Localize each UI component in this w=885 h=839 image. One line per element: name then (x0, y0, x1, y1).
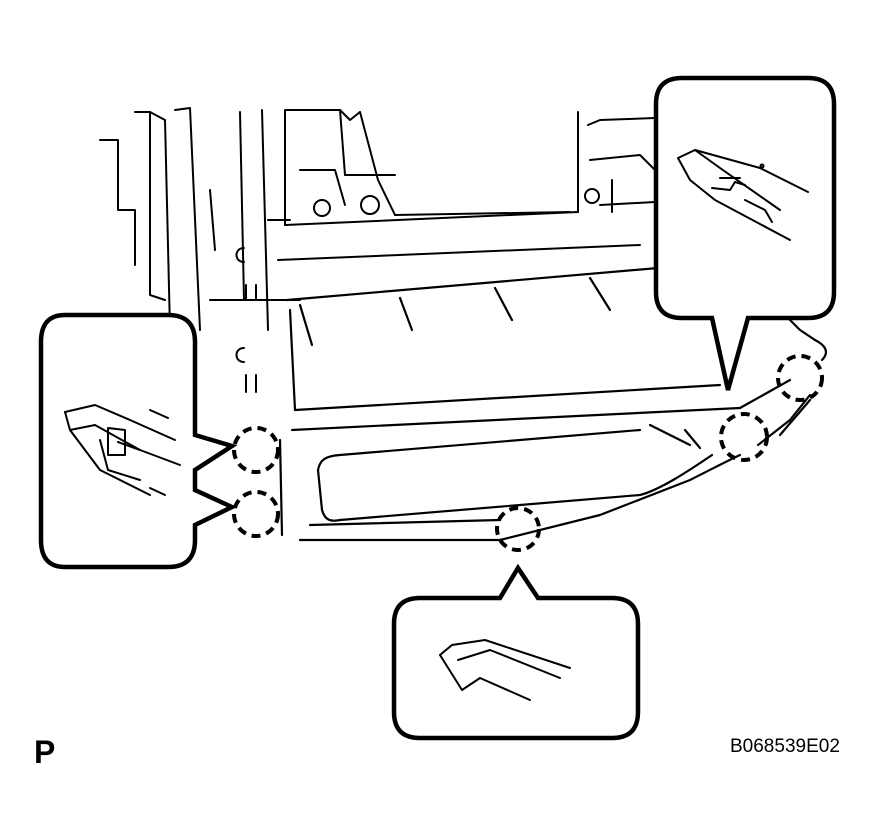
claw-marker-left-lower (232, 490, 280, 538)
claw-marker-right-lower (719, 412, 769, 462)
claw-marker-right-upper (776, 354, 824, 402)
view-letter-label: P (34, 734, 56, 770)
callout-bottom-claw-detail (391, 563, 641, 741)
right-claw-drawing (677, 149, 809, 241)
callout-right-claw-detail (653, 75, 837, 391)
dashboard-frame (99, 107, 656, 393)
figure-code-label: B068539E02 (730, 736, 840, 757)
lower-finish-panel (278, 266, 828, 542)
claw-markers (232, 354, 824, 552)
bottom-claw-drawing (439, 639, 571, 701)
callout-left-clip-detail (38, 312, 238, 570)
claw-marker-bottom-center (495, 506, 541, 552)
clip-detail-drawing (64, 404, 181, 496)
claw-marker-left-upper (232, 426, 280, 474)
